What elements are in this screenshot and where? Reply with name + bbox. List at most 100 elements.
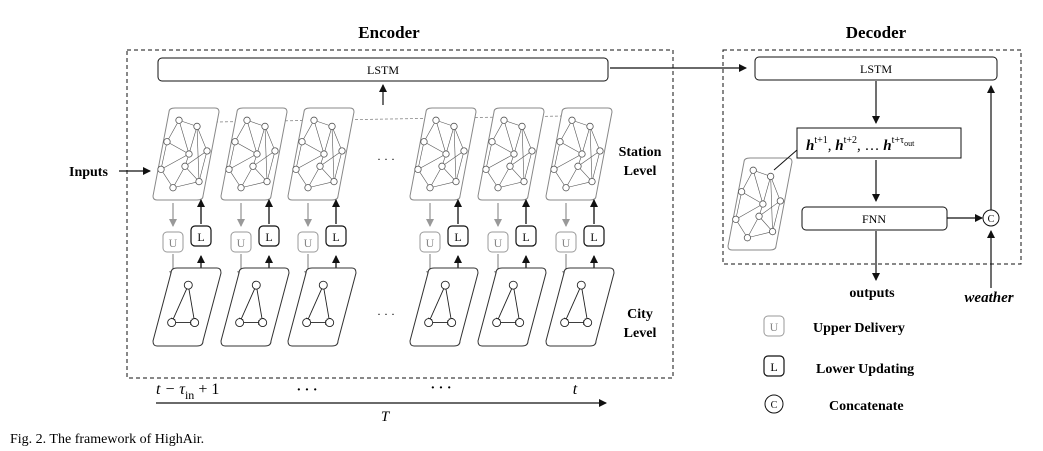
station-node <box>776 197 784 205</box>
station-node <box>426 184 434 192</box>
upper-delivery-block <box>487 231 509 253</box>
station-graph <box>477 107 545 201</box>
city-graph-outline <box>220 267 290 347</box>
hidden-states-label: ht+1, ht+2, … ht+τout <box>806 135 915 154</box>
station-node <box>550 165 558 173</box>
upper-delivery-label: U <box>169 236 178 250</box>
station-edge <box>741 170 754 192</box>
station-edge <box>770 176 781 202</box>
station-node <box>460 147 468 155</box>
station-edge <box>553 153 583 170</box>
lower-updating-block <box>515 225 537 247</box>
station-edge <box>735 203 764 220</box>
lower-updating-block <box>583 225 605 247</box>
upper-delivery-label: U <box>237 236 246 250</box>
city-node <box>235 318 245 328</box>
station-node <box>759 200 767 208</box>
city-graph <box>409 267 479 347</box>
station-edge <box>417 141 425 170</box>
station-node <box>253 150 261 158</box>
station-edge <box>509 150 533 167</box>
upper-delivery-label: U <box>304 236 313 250</box>
station-node <box>320 150 328 158</box>
station-node <box>494 184 502 192</box>
station-edge <box>435 120 447 155</box>
timeline-end: t <box>573 381 578 398</box>
timeline-start: t − τin + 1 <box>156 381 219 402</box>
station-edge <box>166 141 190 155</box>
city-graph-outline <box>477 267 547 347</box>
station-edge <box>589 126 593 182</box>
station-node <box>338 147 346 155</box>
fnn-label: FNN <box>862 212 886 226</box>
station-node <box>163 138 171 146</box>
station-edge <box>256 126 266 155</box>
station-edge <box>441 150 465 167</box>
station-edge <box>240 166 254 188</box>
station-node <box>520 178 528 186</box>
city-node <box>447 318 457 328</box>
station-node <box>768 228 777 236</box>
station-node <box>510 150 518 158</box>
station-edge <box>295 153 325 170</box>
station-node <box>568 116 576 124</box>
city-graph <box>152 267 222 347</box>
station-graphs <box>152 107 613 201</box>
station-node <box>450 122 458 130</box>
station-edge <box>503 120 515 155</box>
graph-to-hidden-link <box>773 149 798 171</box>
station-edge <box>741 191 764 205</box>
legend-u-symbol-text: U <box>770 320 779 334</box>
upper-delivery-block <box>162 231 184 253</box>
station-edge <box>429 181 457 189</box>
station-node <box>562 184 570 192</box>
city-edge <box>564 284 582 324</box>
station-node <box>310 116 318 124</box>
station-edge <box>264 126 276 152</box>
station-edge <box>295 169 309 188</box>
figure-caption: Fig. 2. The framework of HighAir. <box>10 432 204 447</box>
station-node <box>249 162 257 170</box>
legend-u-text: Upper Delivery <box>813 321 905 336</box>
station-edge <box>172 181 200 189</box>
legend-c-symbol <box>764 394 784 414</box>
station-edge <box>735 191 742 220</box>
city-edge <box>580 285 590 324</box>
station-edge <box>323 126 333 155</box>
city-graph-outline <box>152 267 222 347</box>
station-edge <box>747 231 773 239</box>
station-edge <box>497 166 511 188</box>
city-node <box>167 318 177 328</box>
station-edge <box>198 150 208 182</box>
station-node <box>175 116 183 124</box>
station-node <box>298 138 306 146</box>
city-graph <box>220 267 290 347</box>
station-node <box>738 188 746 196</box>
station-ellipsis: · · · <box>377 152 395 166</box>
station-node <box>330 178 338 186</box>
station-node <box>506 162 514 170</box>
city-edge <box>512 285 522 324</box>
legend-l-text: Lower Updating <box>816 362 914 377</box>
upper-delivery-label: U <box>494 236 503 250</box>
station-edge <box>307 181 335 189</box>
station-edge <box>553 141 561 170</box>
station-node <box>237 184 245 192</box>
station-edge <box>445 126 455 155</box>
city-edge <box>306 284 324 324</box>
station-edge <box>234 120 248 142</box>
station-node <box>743 234 752 242</box>
station-edge <box>252 150 276 167</box>
station-edge <box>591 150 601 182</box>
station-edge <box>333 150 343 182</box>
lower-updating-label: L <box>454 230 461 244</box>
station-edge <box>762 176 771 205</box>
city-node <box>515 318 525 328</box>
station-graph <box>409 107 477 201</box>
city-node <box>508 280 518 290</box>
decoder-lstm-box <box>754 56 998 81</box>
encoder-title: Encoder <box>358 23 420 42</box>
station-edge <box>485 169 499 188</box>
station-edge <box>752 170 764 205</box>
city-node <box>424 318 434 328</box>
